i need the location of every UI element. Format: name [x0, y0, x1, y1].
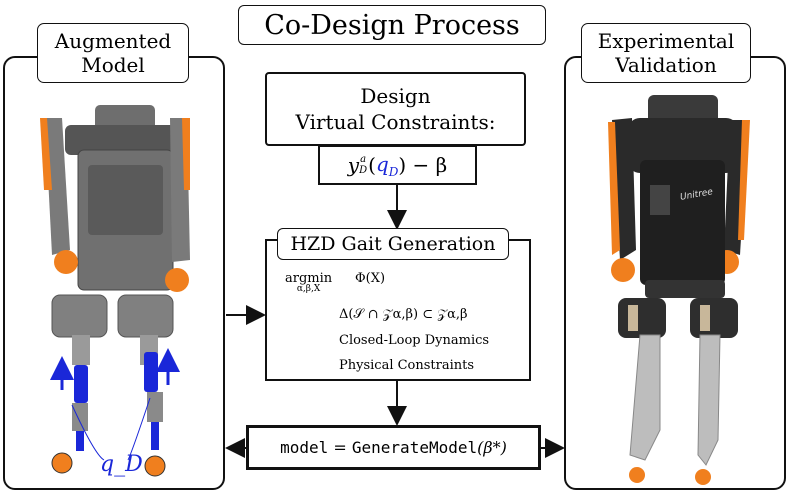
augmented-model-panel	[3, 56, 225, 490]
augmented-model-title: Augmented Model	[37, 23, 189, 83]
hzd-title: HZD Gait Generation	[277, 228, 509, 260]
joint-label-qd-top: q_D	[100, 452, 143, 477]
vc-sup: a	[360, 154, 367, 165]
right-title-line2: Validation	[615, 53, 717, 77]
hzd-constraint-physical: Physical Constraints	[339, 358, 475, 373]
left-title-line2: Model	[81, 53, 145, 77]
model-fn: GenerateModel	[351, 438, 478, 457]
design-line2: Virtual Constraints:	[295, 110, 496, 134]
experimental-validation-panel	[564, 56, 786, 490]
hzd-constraint-invariance: Δ(𝒮 ∩ 𝒵α,β) ⊂ 𝒵α,β	[339, 307, 468, 322]
left-title-line1: Augmented	[54, 29, 172, 53]
vc-open: (	[368, 153, 376, 177]
model-arg: (β*)	[477, 438, 507, 457]
vc-sub: D	[359, 165, 368, 176]
hzd-objective: Φ(X)	[355, 271, 386, 286]
vc-tail: ) − β	[398, 153, 448, 177]
hzd-argmin: argmin α,β,X	[285, 271, 333, 294]
hzd-argmin-sub: α,β,X	[296, 284, 321, 294]
right-title-line1: Experimental	[597, 29, 735, 53]
page-title: Co-Design Process	[238, 5, 546, 45]
hzd-constraint-dynamics: Closed-Loop Dynamics	[339, 333, 490, 348]
hzd-gait-generation-box: argmin α,β,X Φ(X) Δ(𝒮 ∩ 𝒵α,β) ⊂ 𝒵α,β Clo…	[265, 239, 531, 381]
design-virtual-constraints-box: Design Virtual Constraints:	[265, 72, 526, 146]
experimental-validation-title: Experimental Validation	[581, 23, 751, 83]
generate-model-box: model = GenerateModel(β*)	[246, 425, 541, 470]
vc-arg-sub: D	[388, 164, 399, 179]
model-lhs: model	[280, 438, 329, 457]
vc-arg: q	[375, 151, 389, 176]
vc-base: y	[347, 153, 360, 177]
model-eq: =	[328, 438, 352, 457]
design-line1: Design	[360, 84, 431, 108]
